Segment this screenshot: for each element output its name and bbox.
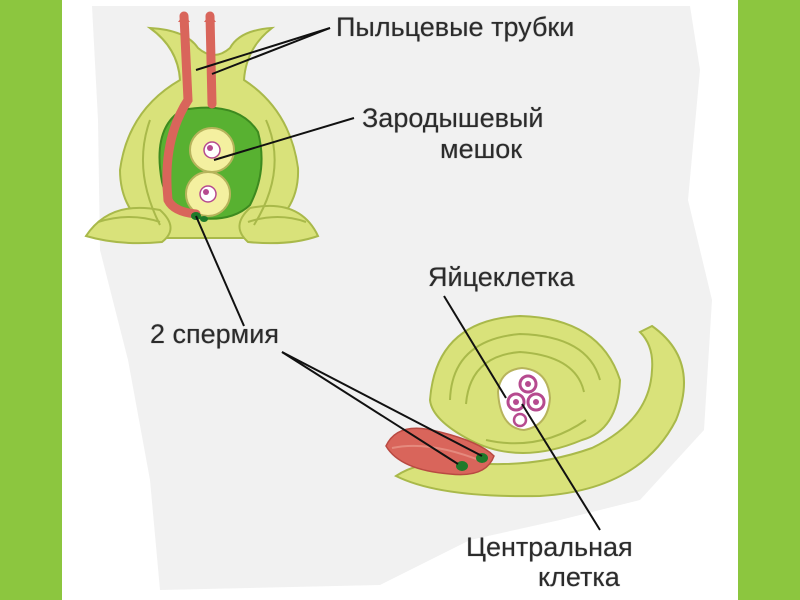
ovule-base-lobes xyxy=(86,208,171,243)
sperm-cell xyxy=(200,216,208,222)
label-egg-cell: Яйцеклетка xyxy=(428,262,575,292)
label-central-cell: Центральная xyxy=(466,532,633,562)
pollen-tube xyxy=(210,16,212,104)
sperm-cell xyxy=(456,461,468,471)
label-two-sperms: 2 спермия xyxy=(150,319,279,349)
label-pollen-tubes: Пыльцевые трубки xyxy=(336,12,574,42)
label-embryo-sac-line2: мешок xyxy=(440,134,522,164)
label-central-cell-line2: клетка xyxy=(538,562,620,592)
label-embryo-sac: Зародышевый xyxy=(362,103,543,133)
